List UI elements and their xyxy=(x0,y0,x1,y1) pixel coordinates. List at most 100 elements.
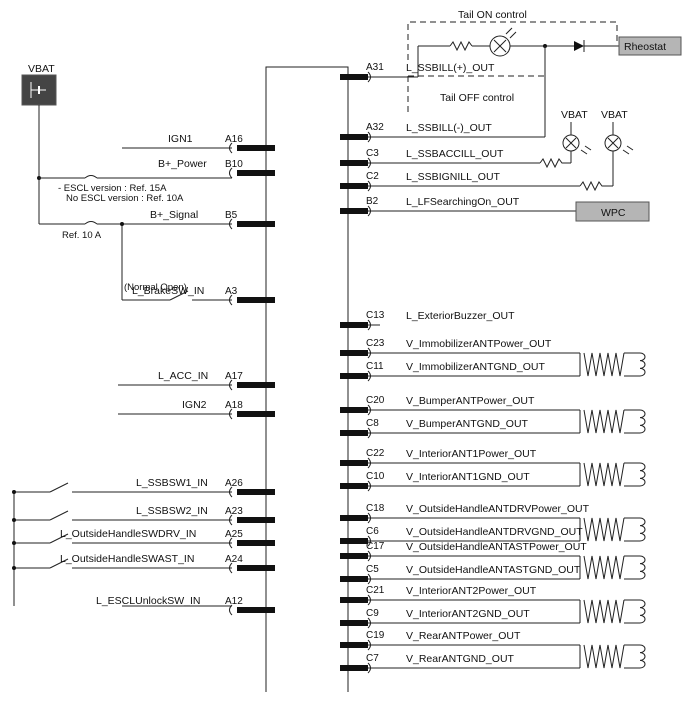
signal-label: L_SSBILL(+)_OUT xyxy=(406,62,495,74)
connector-pin xyxy=(340,322,368,328)
vbat-main-label: VBAT xyxy=(28,63,55,75)
vbat-lamp2-label: VBAT xyxy=(601,109,628,121)
signal-label: IGN1 xyxy=(168,133,193,145)
tail-off-label: Tail OFF control xyxy=(440,92,514,104)
connector-pin xyxy=(237,607,275,613)
pin-label: C22 xyxy=(366,448,385,459)
connector-pin xyxy=(340,160,368,166)
pin-label: C13 xyxy=(366,310,385,321)
fuse-note-1: - ESCL version : Ref. 15A xyxy=(58,183,167,194)
pin-label: C20 xyxy=(366,395,385,406)
pin-label: A3 xyxy=(225,286,238,297)
signal-label: L_ESCLUnlockSW_IN xyxy=(96,595,200,607)
connector-pin xyxy=(340,407,368,413)
connector-pin xyxy=(237,382,275,388)
pin-label: A24 xyxy=(225,554,243,565)
module-outline xyxy=(265,66,349,692)
pin-label: C7 xyxy=(366,653,379,664)
connector-pin xyxy=(340,134,368,140)
pin-label: C9 xyxy=(366,608,379,619)
pin-label: C8 xyxy=(366,418,379,429)
signal-label: IGN2 xyxy=(182,399,207,411)
signal-label: B+_Signal xyxy=(150,209,198,221)
pin-label: A31 xyxy=(366,62,384,73)
signal-label: V_BumperANTGND_OUT xyxy=(406,418,529,430)
connector-pin xyxy=(340,597,368,603)
signal-label: L_ExteriorBuzzer_OUT xyxy=(406,310,515,322)
signal-label: V_InteriorANT2Power_OUT xyxy=(406,585,537,597)
connector-pin xyxy=(340,350,368,356)
connector-pin xyxy=(237,489,275,495)
signal-label: B+_Power xyxy=(158,158,207,170)
signal-label: V_BumperANTPower_OUT xyxy=(406,395,535,407)
connector-pin xyxy=(340,430,368,436)
connector-pin xyxy=(340,460,368,466)
fuse-note-2: No ESCL version : Ref. 10A xyxy=(66,193,184,204)
pin-label: A23 xyxy=(225,506,243,517)
connector-pin xyxy=(340,208,368,214)
signal-label: L_SSBIGNILL_OUT xyxy=(406,171,501,183)
signal-label: V_InteriorANT2GND_OUT xyxy=(406,608,530,620)
signal-label: V_ImmobilizerANTPower_OUT xyxy=(406,338,552,350)
signal-label: L_OutsideHandleSWAST_IN xyxy=(60,553,194,565)
signal-label: L_OutsideHandleSWDRV_IN xyxy=(60,528,196,540)
pin-label: C11 xyxy=(366,361,384,372)
pin-label: C5 xyxy=(366,564,379,575)
signal-label: V_ImmobilizerANTGND_OUT xyxy=(406,361,545,373)
pin-label: A12 xyxy=(225,596,243,607)
pin-label: A25 xyxy=(225,529,243,540)
pin-label: B10 xyxy=(225,159,243,170)
pin-label: C21 xyxy=(366,585,385,596)
wpc-box xyxy=(575,201,650,222)
connector-pin xyxy=(237,517,275,523)
signal-label: V_OutsideHandleANTASTPower_OUT xyxy=(406,541,587,553)
connector-pin xyxy=(340,538,368,544)
signal-label: V_OutsideHandleANTASTGND_OUT xyxy=(406,564,581,576)
connector-pin xyxy=(340,183,368,189)
signal-label: L_SSBSW2_IN xyxy=(136,505,208,517)
signal-label: L_BrakeSW_IN xyxy=(132,285,204,297)
connector-pin xyxy=(340,515,368,521)
pin-label: C10 xyxy=(366,471,385,482)
connector-pin xyxy=(340,373,368,379)
pin-label: C3 xyxy=(366,148,379,159)
connector-pin xyxy=(237,297,275,303)
pin-label: C18 xyxy=(366,503,385,514)
vbat-lamp1-label: VBAT xyxy=(561,109,588,121)
pin-label: B2 xyxy=(366,196,379,207)
pin-label: A32 xyxy=(366,122,384,133)
wpc-label: WPC xyxy=(601,207,626,219)
signal-label: V_OutsideHandleANTDRVPower_OUT xyxy=(406,503,590,515)
pin-label: C6 xyxy=(366,526,379,537)
pin-label: C19 xyxy=(366,630,385,641)
connector-pin xyxy=(340,553,368,559)
pin-label: B5 xyxy=(225,210,238,221)
connector-pin xyxy=(340,642,368,648)
pin-label: A17 xyxy=(225,371,243,382)
connector-pin xyxy=(340,620,368,626)
diode-icon xyxy=(574,41,584,51)
rheostat-box xyxy=(618,36,682,56)
connector-pin xyxy=(237,540,275,546)
signal-label: V_InteriorANT1GND_OUT xyxy=(406,471,530,483)
connector-pin xyxy=(237,145,275,151)
signal-label: L_LFSearchingOn_OUT xyxy=(406,196,520,208)
signal-label: V_RearANTPower_OUT xyxy=(406,630,521,642)
connector-pin xyxy=(237,221,275,227)
fuse-ref-label: Ref. 10 A xyxy=(62,230,102,241)
signal-label: L_SSBACCILL_OUT xyxy=(406,148,504,160)
tail-on-label: Tail ON control xyxy=(458,9,527,21)
pin-label: C23 xyxy=(366,338,385,349)
pin-label: A26 xyxy=(225,478,243,489)
signal-label: V_OutsideHandleANTDRVGND_OUT xyxy=(406,526,583,538)
pin-label: A18 xyxy=(225,400,243,411)
connector-pin xyxy=(340,483,368,489)
connector-pin xyxy=(340,74,368,80)
pin-label: C17 xyxy=(366,541,385,552)
connector-pin xyxy=(340,576,368,582)
rheostat-label: Rheostat xyxy=(624,41,666,53)
pin-label: A16 xyxy=(225,134,243,145)
signal-label: L_SSBSW1_IN xyxy=(136,477,208,489)
signal-label: V_RearANTGND_OUT xyxy=(406,653,515,665)
